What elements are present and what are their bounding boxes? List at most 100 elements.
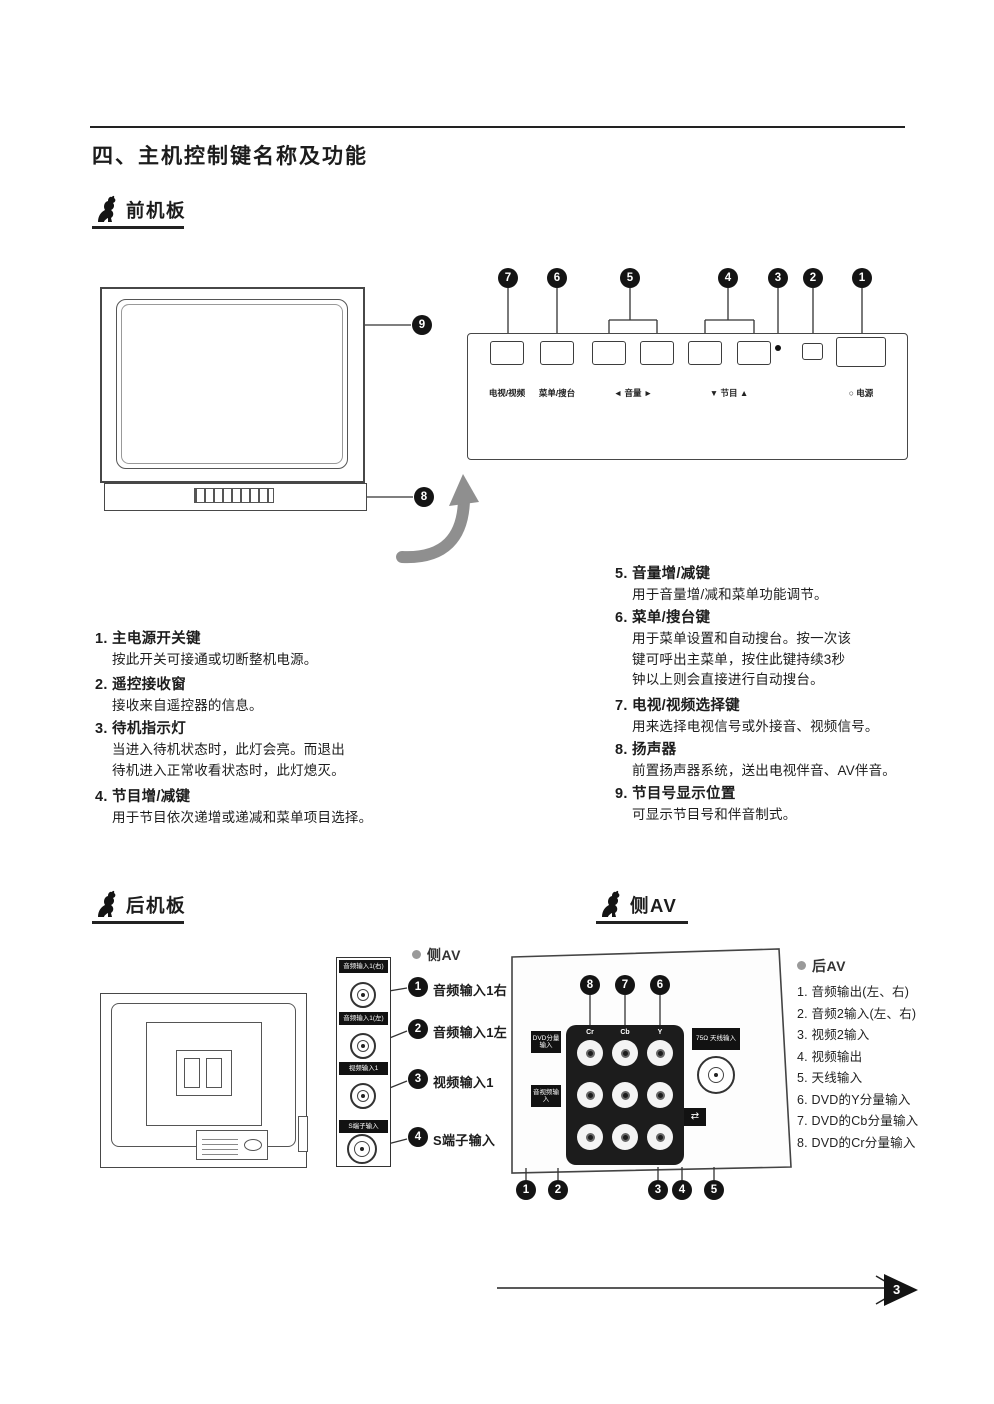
callout-audio-out: 1: [516, 1180, 536, 1200]
side-av-plate-1: 音频输入1(右): [339, 960, 388, 973]
rear-av-item: 4. 视频输出: [797, 1049, 863, 1064]
tv-rear-neck-slot: [184, 1058, 200, 1088]
video-out-jack: [647, 1124, 673, 1150]
function-item-2: 2. 遥控接收窗 接收来自遥控器的信息。: [95, 674, 263, 717]
video-in-1-jack: [350, 1083, 376, 1109]
button-program-down: [688, 341, 722, 365]
callout-speaker: 8: [414, 487, 434, 507]
label-program: ▼ 节目 ▲: [709, 388, 749, 398]
section-heading-side-av: 侧AV: [630, 895, 678, 916]
tv-control-strip: [194, 488, 274, 503]
standby-led: [775, 345, 781, 351]
button-volume-up: [640, 341, 674, 365]
function-title: 4. 节目增/减键: [95, 789, 191, 805]
rear-av-item: 3. 视频2输入: [797, 1028, 870, 1042]
side-av-label-3: 视频输入1: [433, 1075, 494, 1090]
power-button: [836, 337, 886, 367]
kangaroo-icon: [98, 195, 116, 222]
tv-screen-inner: [121, 304, 343, 464]
kangaroo-icon: [98, 890, 116, 917]
function-desc: 用于音量增/减和菜单功能调节。: [632, 587, 828, 602]
callout-menu-key: 6: [547, 268, 567, 288]
rear-av-bullet: [797, 961, 806, 970]
antenna-rf-jack: [697, 1056, 735, 1094]
side-av-underline: [596, 921, 688, 924]
label-menu-search: 菜单/搜台: [538, 388, 576, 398]
callout-dvd-cb: 7: [615, 975, 635, 995]
function-desc: 待机进入正常收看状态时，此灯熄灭。: [112, 762, 345, 778]
component-y-jack: [647, 1040, 673, 1066]
function-desc: 按此开关可接通或切断整机电源。: [112, 652, 318, 667]
av-input-label-box: 音视频输入: [531, 1085, 561, 1107]
button-menu-search: [540, 341, 574, 365]
side-av-label-2: 音频输入1左: [433, 1025, 508, 1040]
side-av-panel-title: 侧AV: [427, 947, 461, 963]
rear-av-item: 6. DVD的Y分量输入: [797, 1092, 911, 1107]
function-desc: 键可呼出主菜单，按住此键持续3秒: [632, 651, 846, 667]
audio-in-1-left-jack: [350, 1033, 376, 1059]
callout-dvd-cr: 8: [580, 975, 600, 995]
function-title: 7. 电视/视频选择键: [615, 698, 740, 714]
s-video-in-jack: [347, 1134, 377, 1164]
rear-av-item: 8. DVD的Cr分量输入: [797, 1135, 916, 1150]
function-item-8: 8. 扬声器 前置扬声器系统，送出电视伴音、AV伴音。: [615, 739, 896, 782]
callout-video-2-in: 3: [648, 1180, 668, 1200]
side-av-plate-2: 音频输入1(左): [339, 1012, 388, 1025]
tv-rear-neck-slot: [206, 1058, 222, 1088]
function-title: 5. 音量增/减键: [615, 566, 711, 582]
callout-antenna-in: 5: [704, 1180, 724, 1200]
button-volume-down: [592, 341, 626, 365]
label-volume: ◄ 音量 ►: [613, 388, 653, 398]
audio-2-in-jack: [577, 1082, 603, 1108]
remote-sensor-window: [802, 343, 823, 360]
function-item-5: 5. 音量增/减键 用于音量增/减和菜单功能调节。: [615, 563, 828, 606]
page-title: 四、主机控制键名称及功能: [92, 145, 368, 168]
antenna-label-box: 75Ω 天线输入: [692, 1028, 740, 1050]
button-program-up: [737, 341, 771, 365]
function-desc: 可显示节目号和伴音制式。: [632, 807, 797, 822]
callout-audio-in-left: 2: [408, 1019, 428, 1039]
callout-video-in-1: 3: [408, 1069, 428, 1089]
function-desc: 用来选择电视信号或外接音、视频信号。: [632, 719, 879, 734]
section-heading-rear-panel: 后机板: [126, 895, 187, 916]
function-desc: 接收来自遥控器的信息。: [112, 698, 263, 713]
function-desc: 用于节目依次递增或递减和菜单项目选择。: [112, 810, 373, 825]
button-tv-av: [490, 341, 524, 365]
side-av-label-1: 音频输入1右: [433, 983, 508, 998]
function-title: 9. 节目号显示位置: [615, 786, 736, 802]
function-item-7: 7. 电视/视频选择键 用来选择电视信号或外接音、视频信号。: [615, 695, 879, 738]
dvd-component-label-box: DVD分量输入: [531, 1031, 561, 1053]
label-tv-av: 电视/视频: [488, 388, 526, 398]
rear-av-item: 2. 音频2输入(左、右): [797, 1006, 917, 1021]
front-panel-underline: [92, 226, 184, 229]
video-2-in-jack: [647, 1082, 673, 1108]
callout-remote-sensor: 2: [803, 268, 823, 288]
side-av-label-4: S端子输入: [433, 1133, 496, 1148]
callout-dvd-y: 6: [650, 975, 670, 995]
callout-standby-led: 3: [768, 268, 788, 288]
label-power: ○ 电源: [848, 388, 874, 398]
function-title: 1. 主电源开关键: [95, 631, 201, 647]
callout-video-out: 4: [672, 1180, 692, 1200]
flip-arrow: [396, 494, 470, 564]
side-av-plate-4: S端子输入: [339, 1120, 388, 1133]
rear-av-list: 1. 音频输出(左、右) 2. 音频2输入(左、右) 3. 视频2输入 4. 视…: [797, 982, 918, 1154]
section-heading-front-panel: 前机板: [126, 200, 187, 221]
function-desc: 钟以上则会直接进行自动搜台。: [632, 672, 824, 687]
callout-program-keys: 4: [718, 268, 738, 288]
callout-audio-2-in: 2: [548, 1180, 568, 1200]
function-desc: 前置扬声器系统，送出电视伴音、AV伴音。: [632, 763, 897, 778]
callout-volume-keys: 5: [620, 268, 640, 288]
rear-av-item: 7. DVD的Cb分量输入: [797, 1114, 919, 1128]
component-label-cr: Cr: [586, 1029, 594, 1036]
function-title: 2. 遥控接收窗: [95, 677, 187, 693]
component-cr-jack: [577, 1040, 603, 1066]
component-cb-jack: [612, 1040, 638, 1066]
top-rule: [90, 126, 905, 128]
function-title: 8. 扬声器: [615, 742, 677, 758]
page-arrow: [884, 1274, 918, 1306]
audio-2-in-jack: [612, 1082, 638, 1108]
rear-av-panel-title: 后AV: [812, 958, 846, 974]
function-item-3: 3. 待机指示灯 当进入待机状态时，此灯会亮。而退出 待机进入正常收看状态时，此…: [95, 718, 345, 781]
